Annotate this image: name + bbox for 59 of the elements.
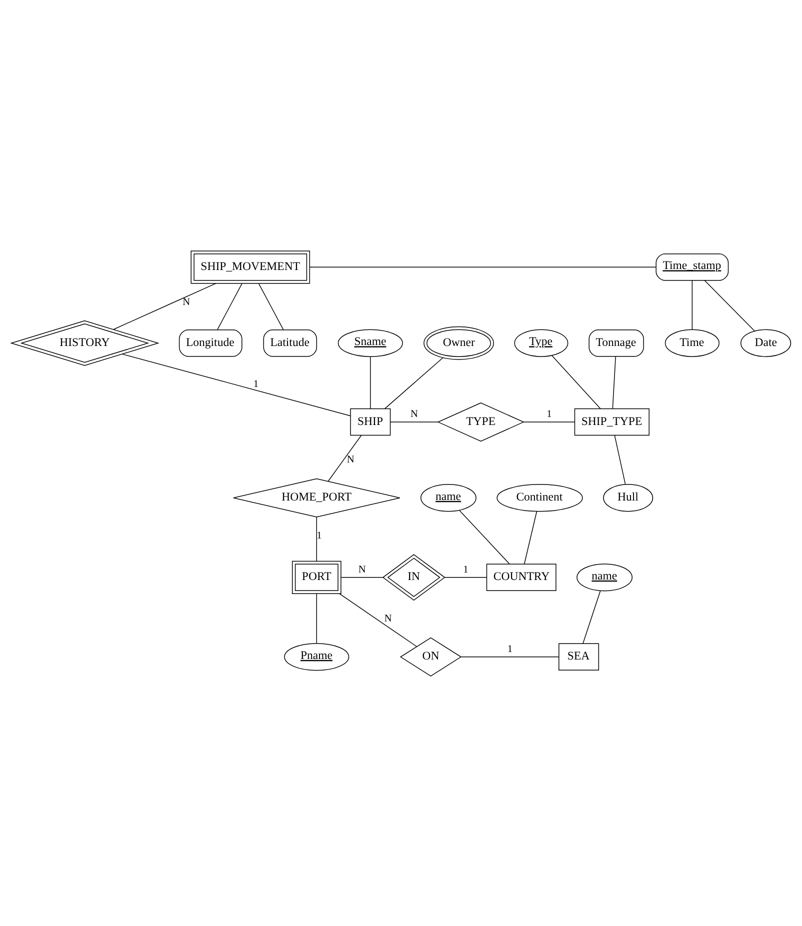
connector (460, 656, 560, 657)
edge-label: N (182, 296, 190, 308)
node-diamond: HISTORY (10, 320, 160, 366)
node-diamond: IN (382, 554, 446, 600)
connector (216, 282, 242, 330)
edge-label: N (410, 408, 418, 420)
edge-label: N (358, 564, 366, 575)
edge-label: N (346, 454, 354, 466)
connector (122, 353, 351, 416)
node-ellipse: Date (740, 328, 792, 356)
connector (692, 280, 693, 330)
node-box: Tonnage (588, 329, 644, 356)
edge-label: 1 (316, 530, 322, 542)
edge-label: N (384, 613, 392, 624)
connector (113, 282, 216, 330)
edge-label: 1 (507, 643, 513, 654)
node-box: Longitude (178, 329, 242, 356)
connector (523, 421, 575, 422)
node-diamond: HOME_PORT (233, 478, 400, 517)
connector (612, 356, 616, 409)
edge-label: 1 (253, 378, 258, 390)
connector (390, 421, 438, 422)
connector (340, 576, 384, 578)
edge-label: 1 (463, 564, 468, 575)
connector (309, 266, 656, 268)
node-ellipse: Pname (284, 642, 350, 670)
node-ellipse: Sname (338, 328, 403, 356)
edge-label: 1 (546, 408, 552, 420)
connector (316, 592, 318, 644)
node-ellipse: Hull (603, 484, 654, 512)
connector (328, 434, 362, 482)
connector (459, 510, 510, 564)
node-box: SHIP_MOVEMENT (190, 250, 310, 284)
node-box: Latitude (263, 329, 318, 356)
connector (370, 356, 371, 408)
connector (384, 357, 444, 409)
node-box: SEA (558, 642, 600, 670)
node-box: SHIP_TYPE (574, 408, 650, 436)
connector (552, 354, 601, 409)
node-ellipse: Type (514, 328, 568, 356)
node-diamond: TYPE (437, 402, 524, 442)
node-box: PORT (292, 560, 342, 594)
node-ellipse: Owner (424, 326, 494, 360)
node-box: COUNTRY (486, 563, 556, 591)
connector (258, 282, 284, 330)
node-box: Time_stamp (656, 253, 729, 280)
node-diamond: ON (400, 636, 462, 676)
connector (316, 516, 318, 562)
connector (339, 592, 417, 646)
connector (704, 280, 755, 331)
connector (582, 590, 601, 644)
node-ellipse: name (420, 484, 476, 512)
connector (444, 576, 487, 578)
node-box: SHIP (350, 408, 391, 436)
connector (614, 434, 626, 484)
node-ellipse: Time (664, 328, 720, 356)
node-ellipse: Continent (496, 484, 583, 512)
node-ellipse: name (576, 563, 632, 591)
connector (524, 510, 538, 564)
